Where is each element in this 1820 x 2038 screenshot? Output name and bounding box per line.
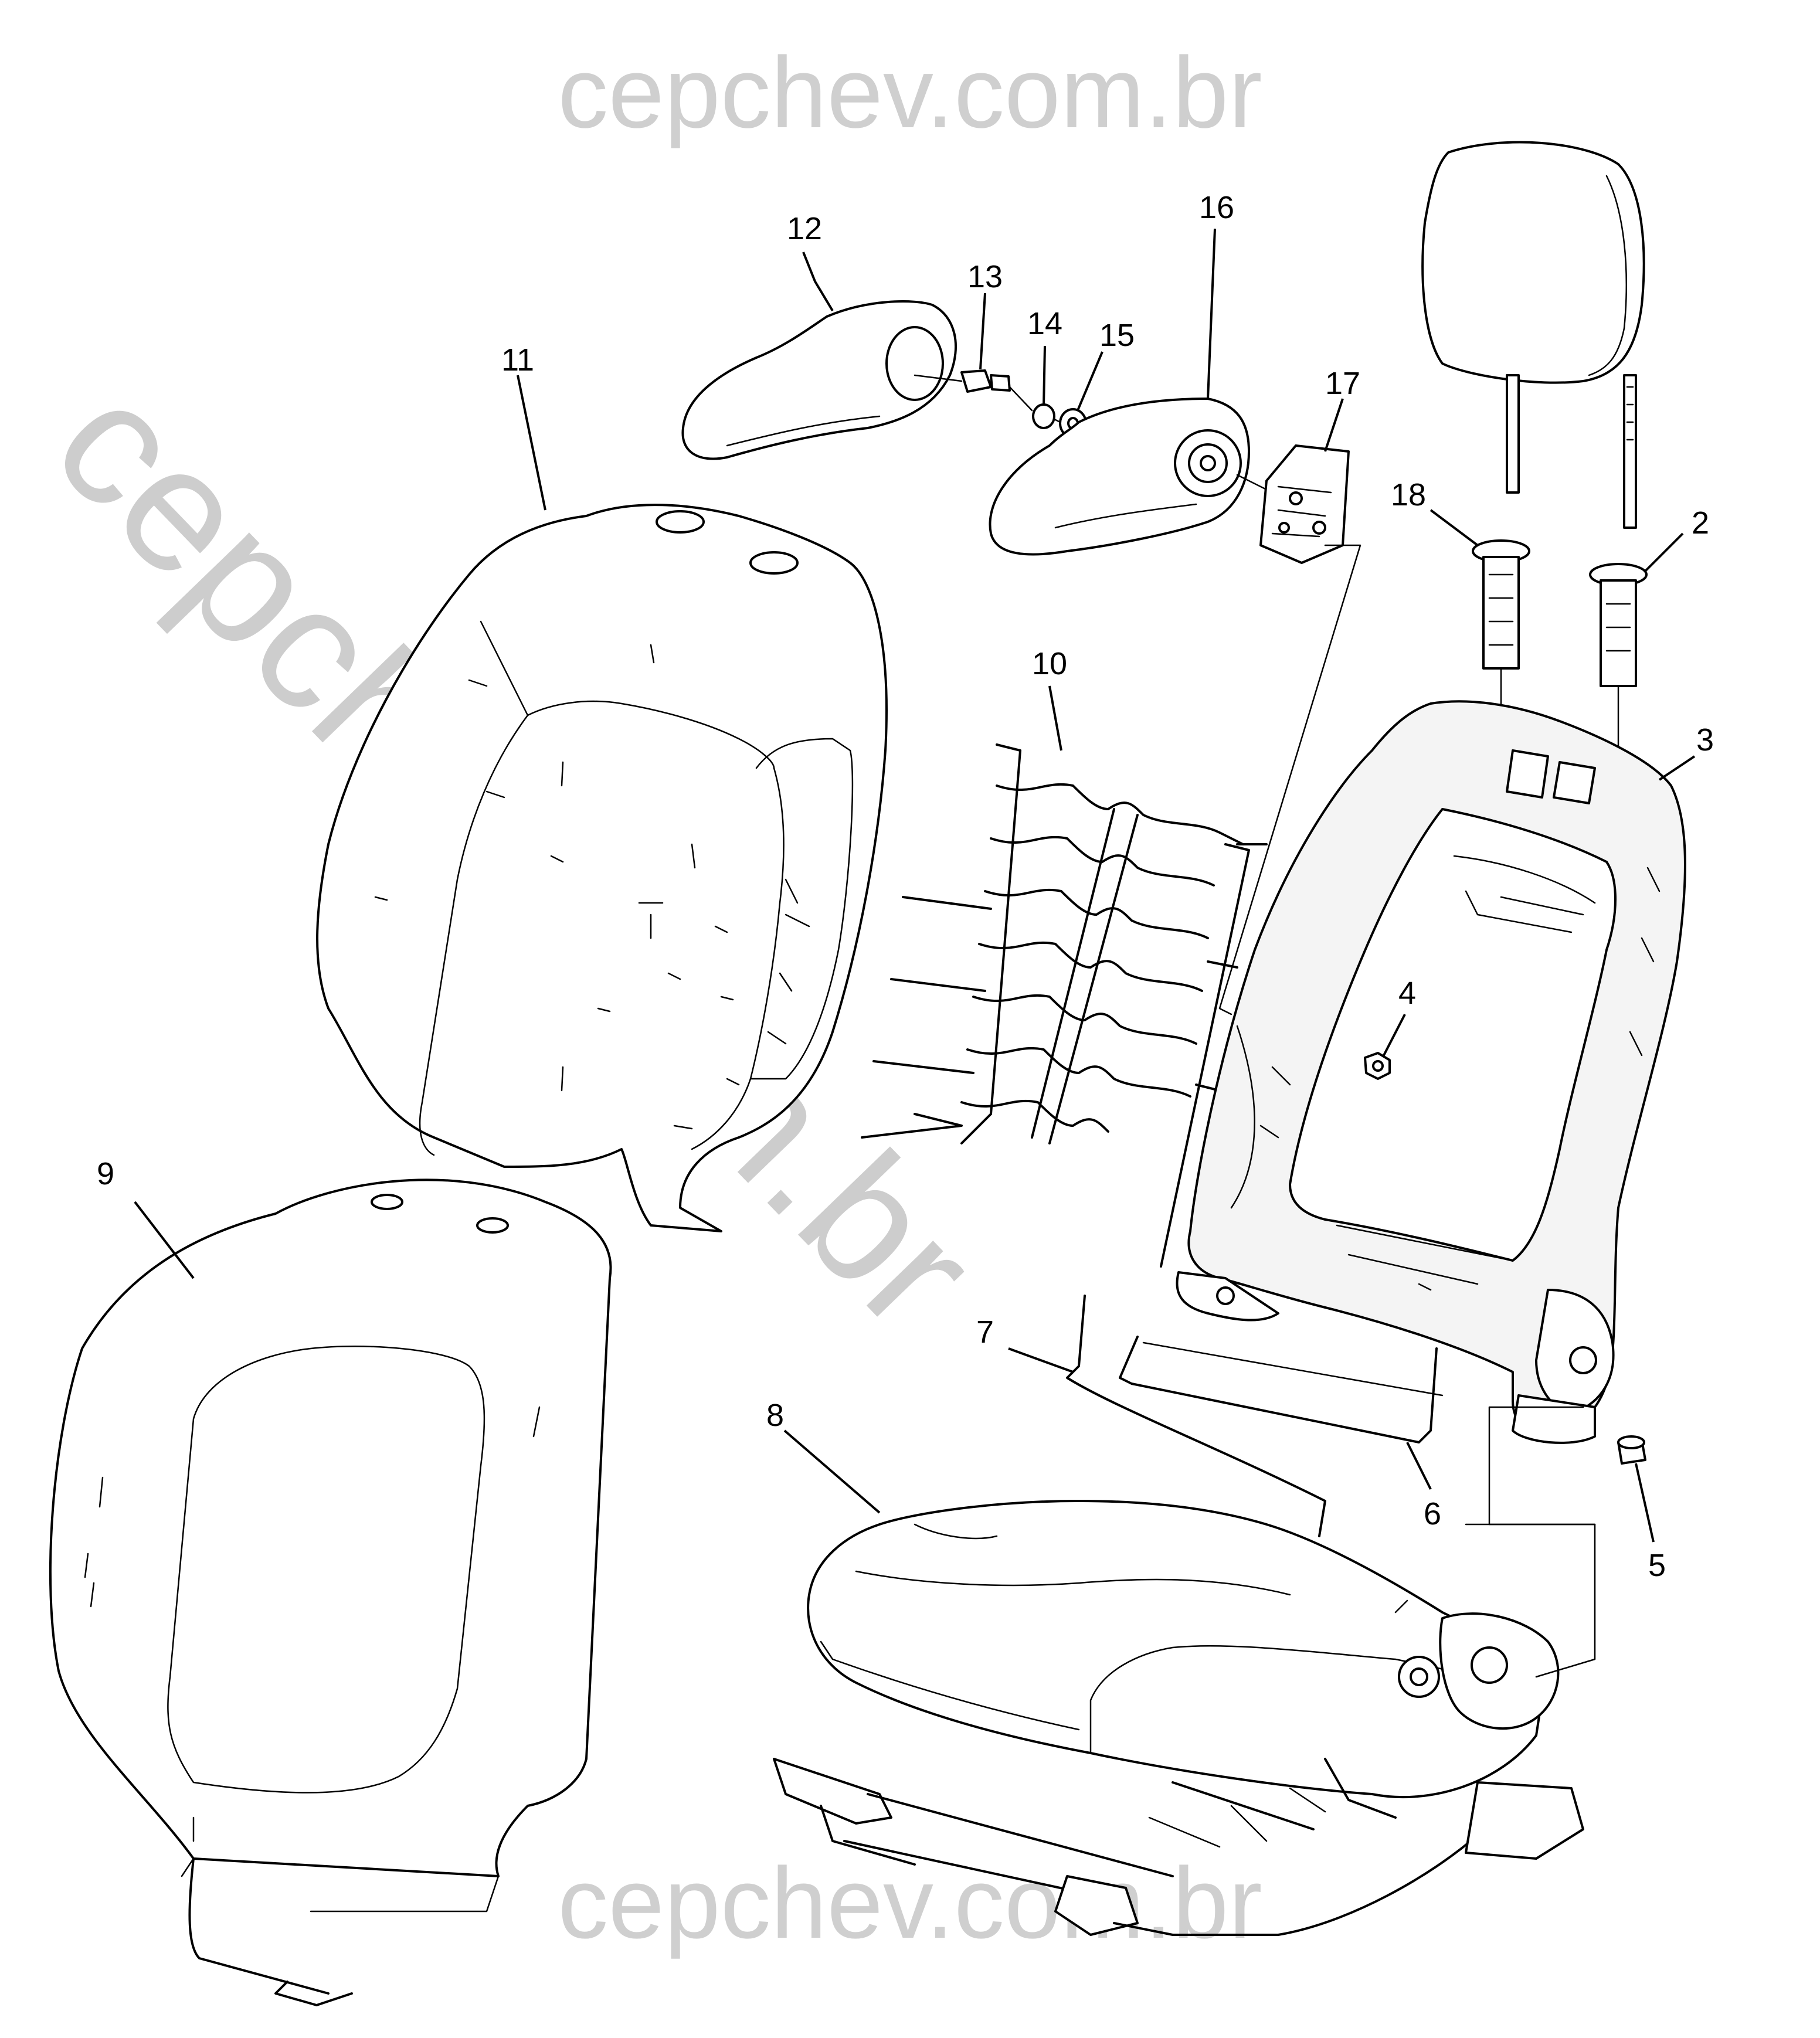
callout-12: 12 [787,211,822,246]
callout-8: 8 [766,1398,784,1433]
part-seatback-front-cover [316,504,888,1232]
part-armrest-bracket [1218,444,1361,1015]
part-headrest-guides [1472,539,1648,752]
part-seatback-frame [1176,700,1686,1444]
callout-14: 14 [1027,306,1062,341]
callout-3: 3 [1696,722,1714,758]
callout-13: 13 [967,259,1003,294]
callout-11: 11 [501,342,534,378]
leader-lines [134,228,1696,1543]
callout-15: 15 [1099,318,1135,353]
part-nut [1364,1052,1391,1080]
part-pivot-bolt [1617,1435,1646,1465]
callout-18: 18 [1391,477,1426,512]
part-seat-cushion [773,1406,1596,1936]
callout-4: 4 [1398,976,1416,1011]
part-wire-rods [1066,1295,1444,1537]
callout-5: 5 [1648,1548,1666,1583]
part-armrest-cover [681,300,957,460]
callout-labels: 12 13 14 15 16 17 11 18 2 10 3 4 9 7 8 6… [97,190,1714,1583]
callout-7: 7 [976,1314,994,1350]
part-seatback-rear-panel [49,1178,612,2006]
callout-6: 6 [1424,1496,1441,1531]
part-headrest [1421,141,1645,529]
callout-16: 16 [1199,190,1234,225]
part-armrest-assembly [989,398,1274,556]
callout-17: 17 [1325,366,1360,401]
callout-10: 10 [1032,646,1067,681]
part-seatback-wire-mat [861,743,1268,1268]
watermark-top: cepchev.com.br [558,36,1262,149]
callout-9: 9 [97,1156,114,1191]
callout-2: 2 [1692,505,1709,541]
